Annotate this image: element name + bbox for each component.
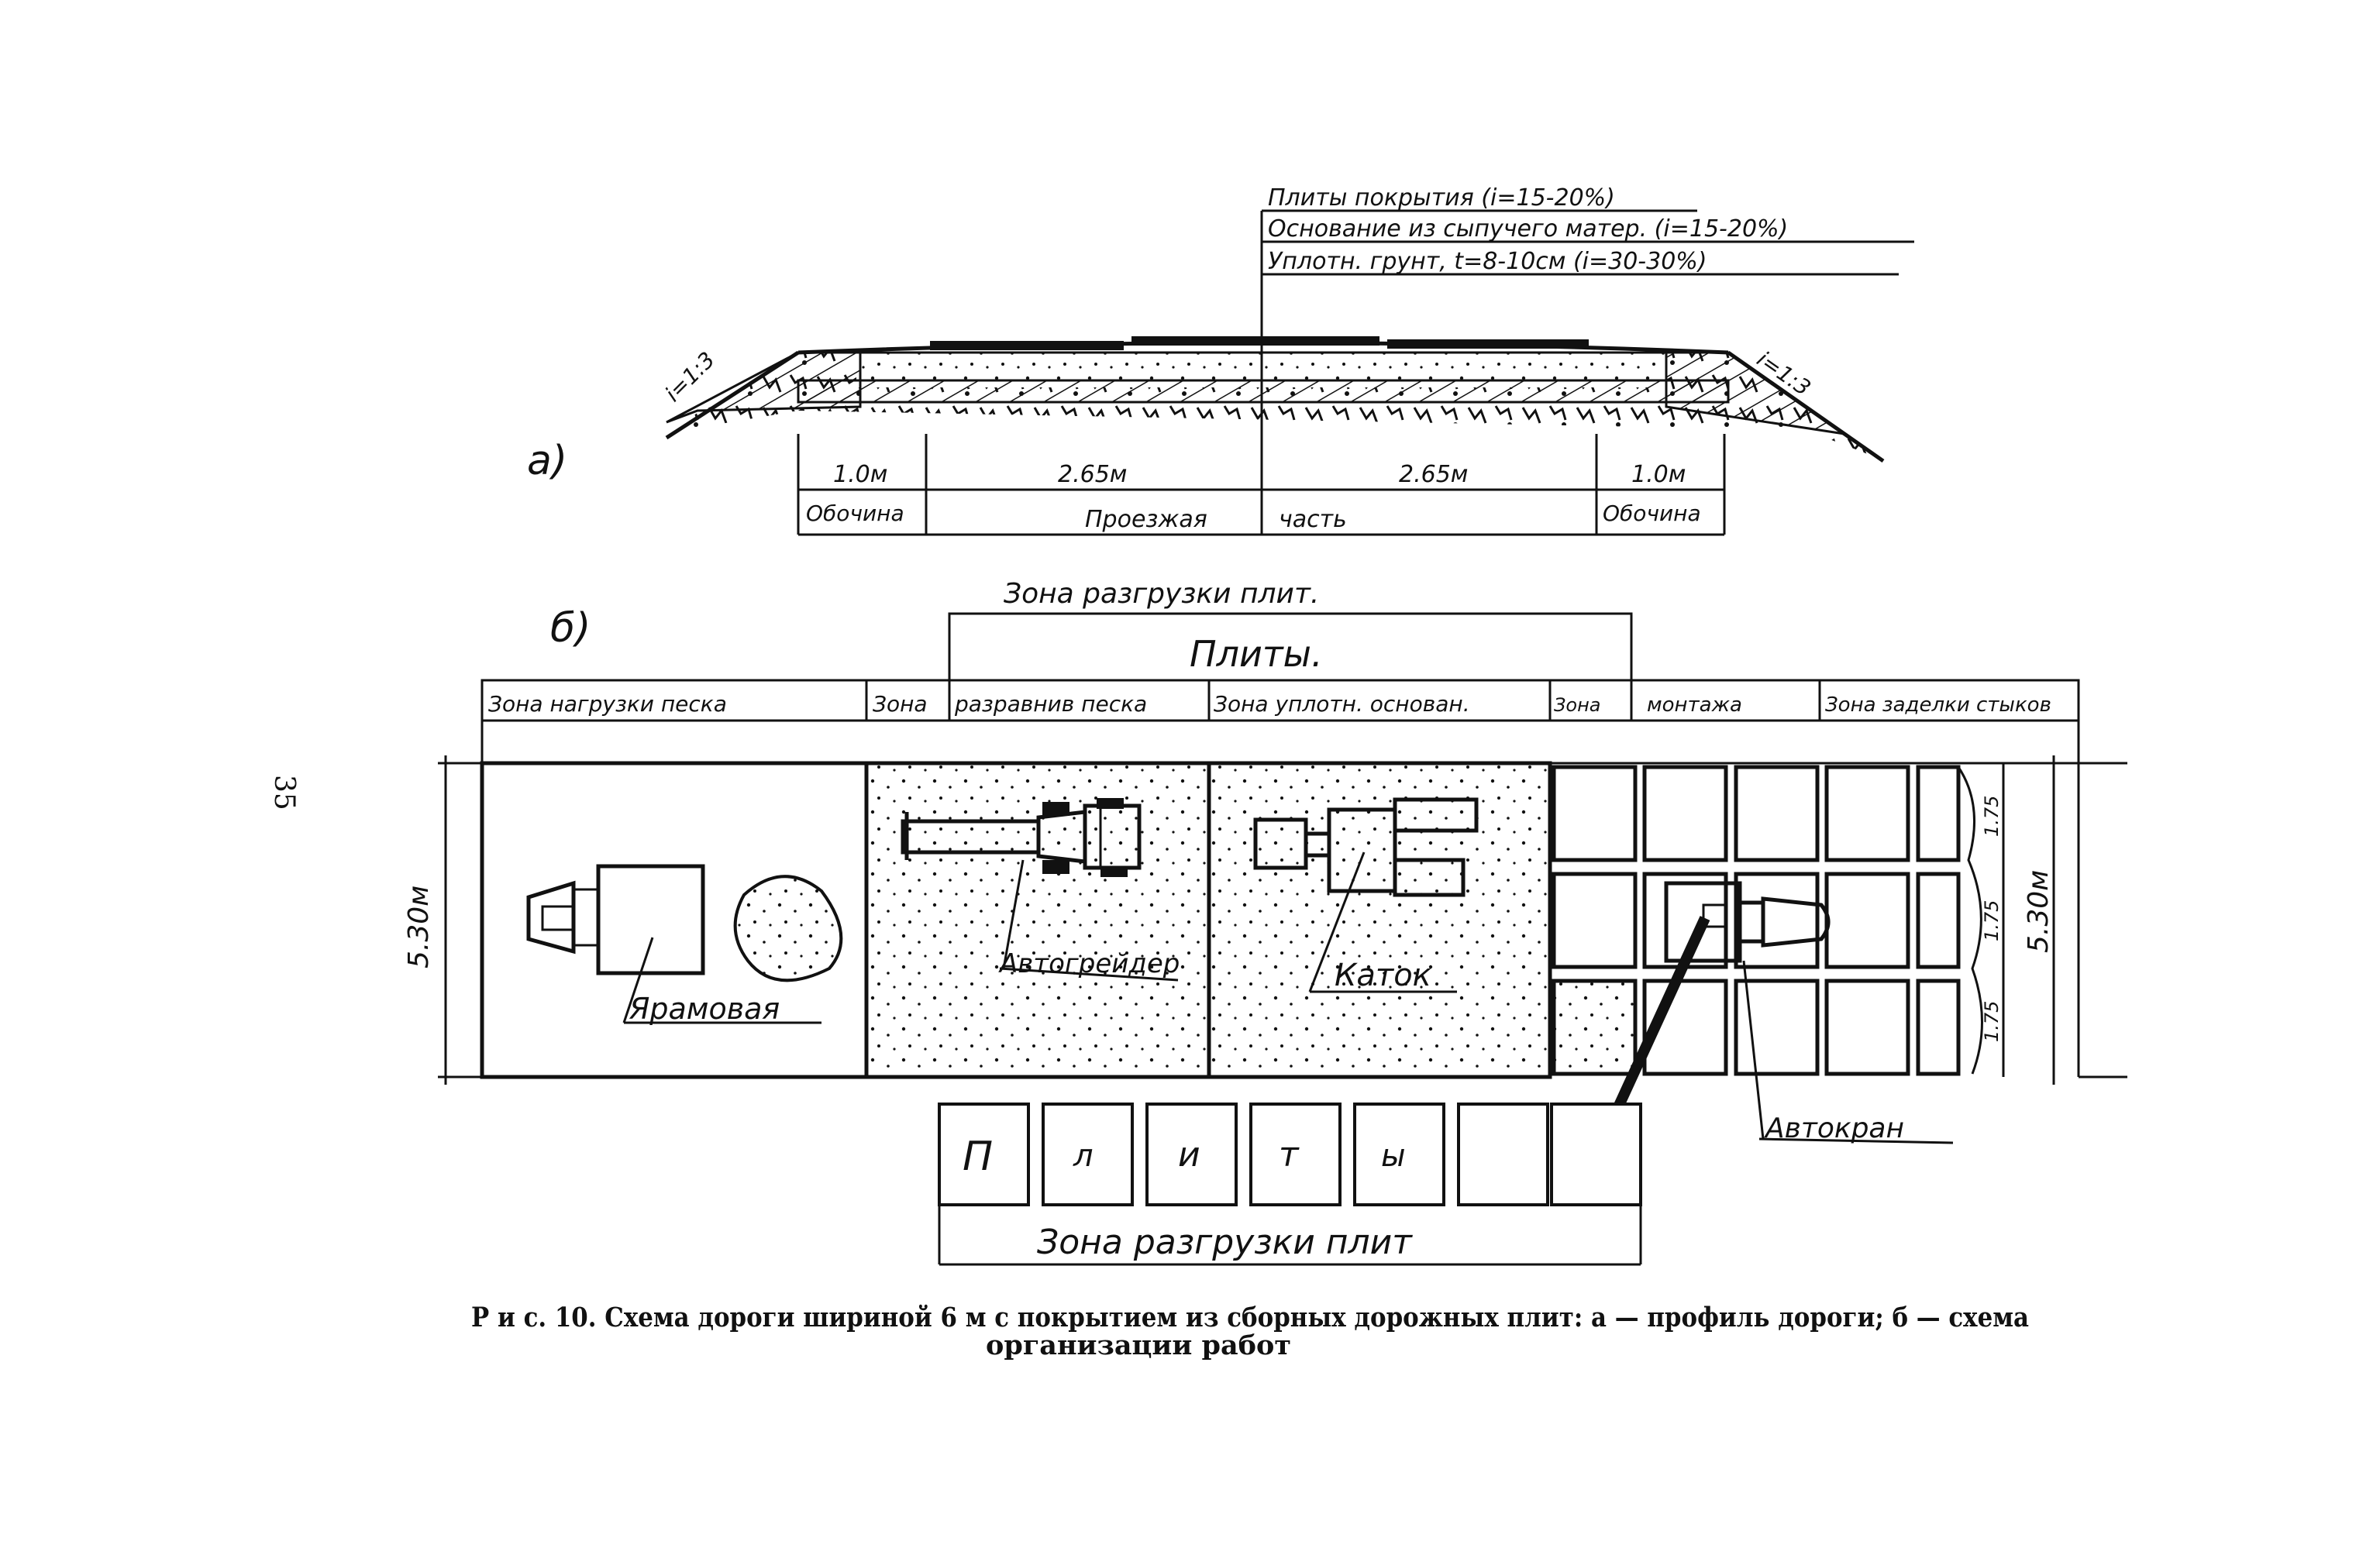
zone-shoulder-left: Обочина	[806, 501, 904, 526]
plan-label: б)	[550, 605, 591, 652]
top-slabs-label: Плиты.	[1190, 633, 1323, 675]
grader: Автогрейдер	[901, 798, 1180, 982]
sand-leveling-area	[864, 761, 1211, 1079]
bottom-unloading-zone: Зона разгрузки плит	[1037, 1223, 1413, 1262]
profile-slab-1	[930, 341, 1124, 350]
work-organization-plan: б) Зона разгрузки плит. Плиты. Зона нагр…	[403, 578, 2127, 1266]
zone-shoulder-right: Обочина	[1603, 501, 1701, 526]
zone-word: Зона	[873, 691, 928, 717]
compaction-area	[1207, 761, 1552, 1079]
profile-slab-2	[1131, 336, 1379, 346]
profile-dimensions: 1.0м 2.65м 2.65м 1.0м Обочина Проезжая ч…	[797, 349, 1726, 536]
layer-soil: Уплотн. грунт, t=8-10см (i=30-30%)	[1268, 248, 1707, 275]
page-number: 35	[268, 775, 300, 810]
dumptruck-label: Ярамовая	[629, 992, 780, 1026]
layer-legend: Плиты покрытия (i=15-20%) Основание из с…	[1260, 184, 1914, 349]
right-dim-2: 1.75	[1981, 900, 2003, 941]
slab-letter-2: л	[1073, 1138, 1094, 1174]
zone-joint-sealing: Зона заделки стыков	[1825, 693, 2051, 717]
zone-base-compaction: Зона уплотн. основан.	[1214, 691, 1470, 717]
slab-letter-1: П	[963, 1134, 993, 1180]
zone-carriageway-2: часть	[1279, 506, 1347, 533]
grader-label: Автогрейдер	[998, 948, 1180, 979]
roller-label: Каток	[1335, 958, 1431, 993]
dump-truck: Ярамовая	[526, 864, 843, 1026]
profile-slab-3	[1387, 339, 1589, 349]
figure-caption-line-1: Р и с. 10. Схема дороги шириной 6 м с по…	[471, 1302, 2029, 1333]
dim-lane-left: 2.65м	[1058, 461, 1127, 488]
zone-mounting: монтажа	[1647, 693, 1742, 717]
zone-sand-leveling: разравнив песка	[954, 691, 1147, 717]
roller: Каток	[1253, 797, 1479, 993]
bottom-slabs: П л и т ы Зона разгрузки плит	[938, 1103, 1642, 1266]
figure-caption-line-2: организации работ	[986, 1330, 1291, 1361]
slab-letter-3: и	[1178, 1135, 1200, 1175]
profile-base-layer	[859, 351, 1668, 382]
dim-shoulder-right: 1.0м	[1631, 461, 1686, 488]
zone-carriageway-1: Проезжая	[1085, 506, 1207, 533]
right-dim-3: 1.75	[1981, 1001, 2003, 1042]
road-profile: а) Плиты покрытия (i=15-20%) Основание и…	[527, 184, 1914, 536]
profile-label: а)	[527, 438, 567, 484]
top-unloading-zone: Зона разгрузки плит.	[1004, 578, 1319, 610]
width-dimensions: 5.30м 5.30м 1.75 1.75 1.75	[403, 755, 2127, 1085]
layer-slabs: Плиты покрытия (i=15-20%)	[1268, 184, 1615, 212]
crane-label: Автокран	[1764, 1113, 1904, 1144]
dim-shoulder-left: 1.0м	[833, 461, 887, 488]
zone-sand-loading: Зона нагрузки песка	[488, 691, 727, 717]
embankment-fill	[663, 353, 1875, 457]
zone-header-row: Зона нагрузки песка Зона разравнив песка…	[480, 679, 2080, 765]
mounting-grid	[1552, 763, 2080, 1077]
profile-soil-layer	[797, 379, 1730, 404]
layer-base: Основание из сыпучего матер. (i=15-20%)	[1268, 215, 1788, 243]
zone-word-2: Зона	[1554, 694, 1600, 716]
width-left-label: 5.30м	[403, 886, 435, 968]
width-right-label: 5.30м	[2023, 870, 2055, 953]
right-dim-1: 1.75	[1981, 796, 2003, 837]
slab-letter-4: т	[1279, 1135, 1300, 1175]
slab-letter-5: ы	[1381, 1138, 1406, 1174]
dim-lane-right: 2.65м	[1399, 461, 1468, 488]
